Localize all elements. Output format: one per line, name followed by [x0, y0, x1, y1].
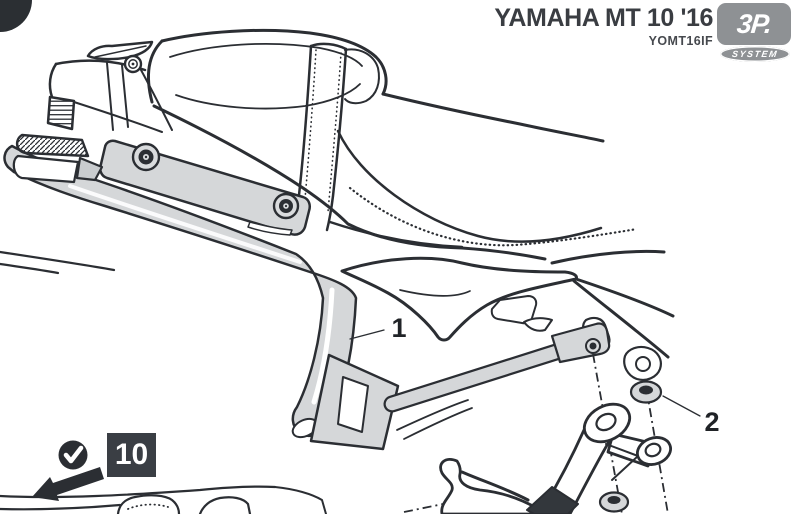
- callout-1-label: 1: [391, 313, 406, 343]
- tail-light: [46, 95, 76, 131]
- callout-2-label: 2: [704, 407, 719, 437]
- rack-front-rail: [12, 133, 104, 184]
- assembly-axes: [403, 351, 669, 514]
- folded-footpeg: [526, 486, 579, 514]
- lower-washer: [598, 491, 630, 513]
- spacer-washer-part2: [629, 380, 663, 404]
- callout-part2: 2: [662, 395, 720, 437]
- tail-screw: [123, 54, 143, 74]
- kit-side-plate: [99, 139, 311, 236]
- step-number-box: 10: [107, 433, 156, 477]
- shad-3p-system-logo: 3P. SYSTEM: [717, 3, 793, 62]
- undertail-cover: [328, 220, 675, 359]
- mount-tab: [623, 345, 662, 381]
- step-number-label: 10: [114, 438, 149, 471]
- callout-part1: 1: [349, 313, 407, 343]
- plate-screw-front: [131, 142, 161, 172]
- footpeg-bracket: [439, 402, 672, 514]
- logo-system-text: SYSTEM: [731, 49, 779, 59]
- plate-screw-rear: [272, 192, 300, 220]
- placement-arrow-icon: [32, 467, 104, 501]
- page-title: YAMAHA MT 10 '16: [494, 4, 713, 32]
- rack-slotted-plate: [309, 353, 400, 451]
- fairing-lines-left: [0, 250, 116, 275]
- rear-arm-screw: [585, 338, 601, 354]
- tail-wing: [86, 40, 154, 61]
- check-circle-icon: [58, 440, 88, 470]
- model-code: YOMT16IF: [648, 34, 713, 48]
- seat-group: [146, 28, 639, 261]
- rack-rear-arm: [383, 316, 611, 413]
- next-step-partial-drawing: [0, 485, 327, 514]
- logo-3p-text: 3P.: [735, 8, 773, 39]
- tail-section: [46, 40, 173, 133]
- logo-3p-box: 3P.: [717, 3, 791, 45]
- logo-system-pill: SYSTEM: [720, 46, 790, 62]
- fairing-lines-right: [396, 399, 473, 440]
- header: YAMAHA MT 10 '16 YOMT16IF: [494, 4, 713, 49]
